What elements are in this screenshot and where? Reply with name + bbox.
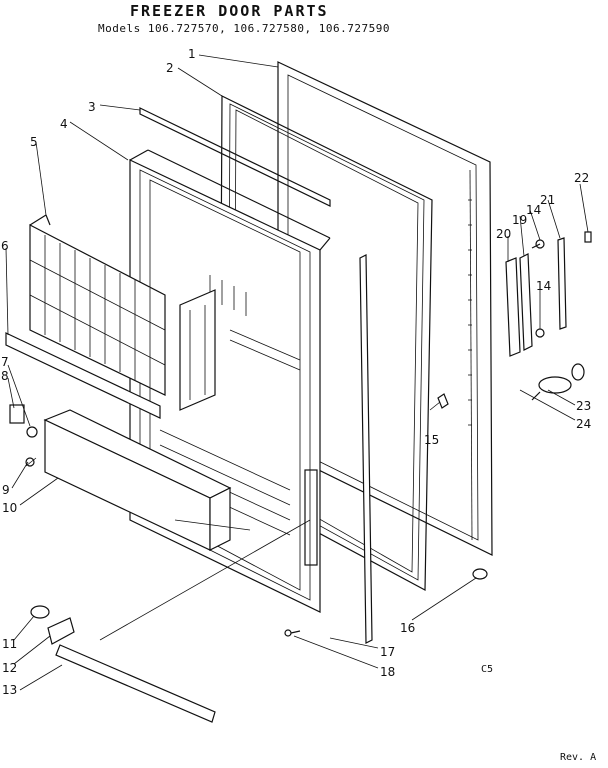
callout-3: 3: [88, 100, 96, 114]
door-bin: [43, 409, 232, 551]
shelf-front-rail: [5, 332, 161, 419]
callout-1: 1: [188, 47, 196, 61]
callout-10: 10: [2, 501, 17, 515]
callout-12: 12: [2, 661, 17, 675]
callout-labels: 1 2 3 4 5 6 7 8 9 10 11 12 13 14 14 15 1…: [1, 47, 591, 697]
callout-22: 22: [574, 171, 589, 185]
hinge-spring-parts: [437, 363, 585, 580]
drawing-code: C5: [481, 664, 494, 675]
callout-14b: 14: [536, 279, 551, 293]
callout-15: 15: [424, 433, 439, 447]
top-trim-strip: [139, 107, 331, 207]
vertical-seal-strip: [284, 254, 373, 644]
diagram-title: FREEZER DOOR PARTS: [130, 2, 329, 20]
callout-6: 6: [1, 239, 9, 253]
callout-24: 24: [576, 417, 591, 431]
callout-9: 9: [2, 483, 10, 497]
callout-20: 20: [496, 227, 511, 241]
callout-16: 16: [400, 621, 415, 635]
callout-23: 23: [576, 399, 591, 413]
handle-assembly: [505, 231, 592, 357]
callout-18: 18: [380, 665, 395, 679]
callout-19: 19: [512, 213, 527, 227]
callout-7: 7: [1, 355, 9, 369]
outer-door-panel: [277, 61, 493, 556]
callout-21: 21: [540, 193, 555, 207]
model-numbers: Models 106.727570, 106.727580, 106.72759…: [98, 22, 391, 35]
callout-8: 8: [1, 369, 9, 383]
callout-2: 2: [166, 61, 174, 75]
leader-lines: [5, 54, 589, 691]
callout-14a: 14: [526, 203, 541, 217]
revision-label: Rev. A: [560, 752, 597, 763]
callout-11: 11: [2, 637, 17, 651]
wire-shelf: [29, 214, 216, 411]
bottom-hinge-parts: [30, 605, 216, 723]
callout-17: 17: [380, 645, 395, 659]
mounting-clips: [9, 404, 38, 467]
callout-4: 4: [60, 117, 68, 131]
callout-13: 13: [2, 683, 17, 697]
callout-5: 5: [30, 135, 38, 149]
